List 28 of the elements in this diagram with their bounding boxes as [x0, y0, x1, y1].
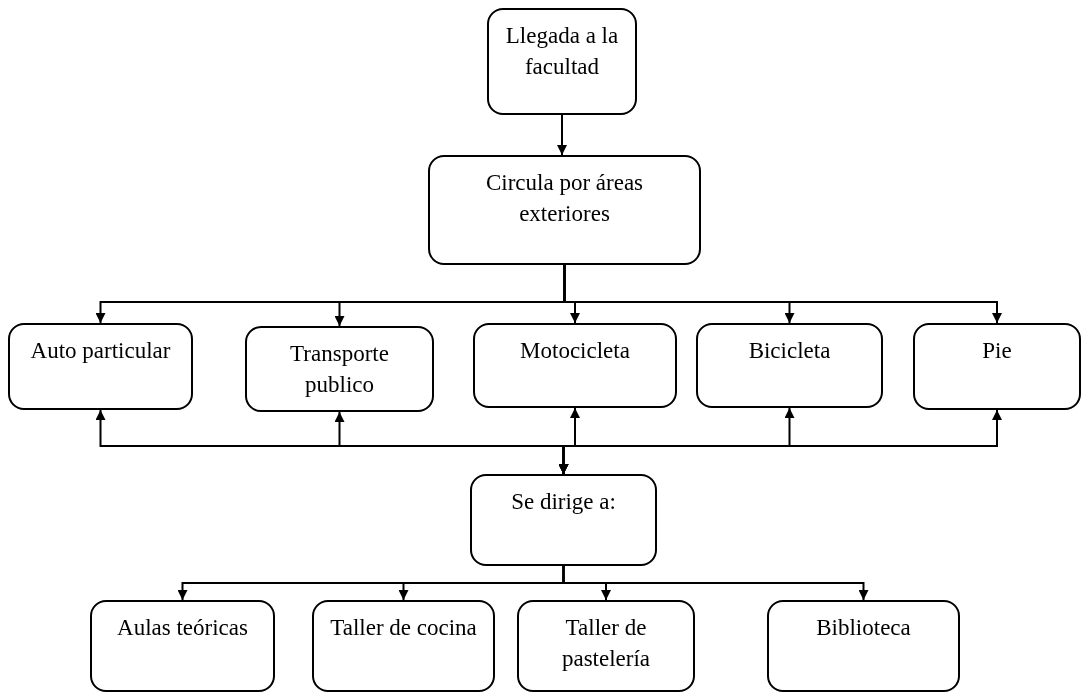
- box-label: Bicicleta: [748, 337, 831, 365]
- arrow: [563, 264, 1002, 324]
- box-label: Llegada a la facultad: [504, 22, 620, 81]
- box-label: Motocicleta: [520, 337, 630, 365]
- box-label: Biblioteca: [816, 614, 911, 642]
- arrow: [557, 114, 567, 156]
- process-box: [90, 600, 275, 692]
- arrow: [558, 409, 1002, 475]
- box-label: Transporte publico: [289, 340, 390, 399]
- process-box: [8, 323, 193, 410]
- box-label: Taller de pastelería: [560, 614, 652, 673]
- process-box: [470, 474, 657, 566]
- arrow: [562, 565, 869, 601]
- process-box: [312, 600, 495, 692]
- process-box: [487, 8, 637, 115]
- box-label: Se dirige a:: [511, 488, 616, 516]
- box-label: Taller de cocina: [330, 614, 477, 642]
- box-label: Pie: [982, 337, 1012, 365]
- process-box: [696, 323, 883, 408]
- box-label: Circula por áreas exteriores: [484, 169, 645, 228]
- process-box: [767, 600, 960, 692]
- box-label: Aulas teóricas: [117, 614, 248, 642]
- process-box: [428, 155, 701, 265]
- process-box: [913, 323, 1081, 410]
- process-box: [245, 326, 434, 412]
- process-box: [517, 600, 695, 692]
- box-label: Auto particular: [30, 337, 171, 365]
- process-box: [473, 323, 677, 408]
